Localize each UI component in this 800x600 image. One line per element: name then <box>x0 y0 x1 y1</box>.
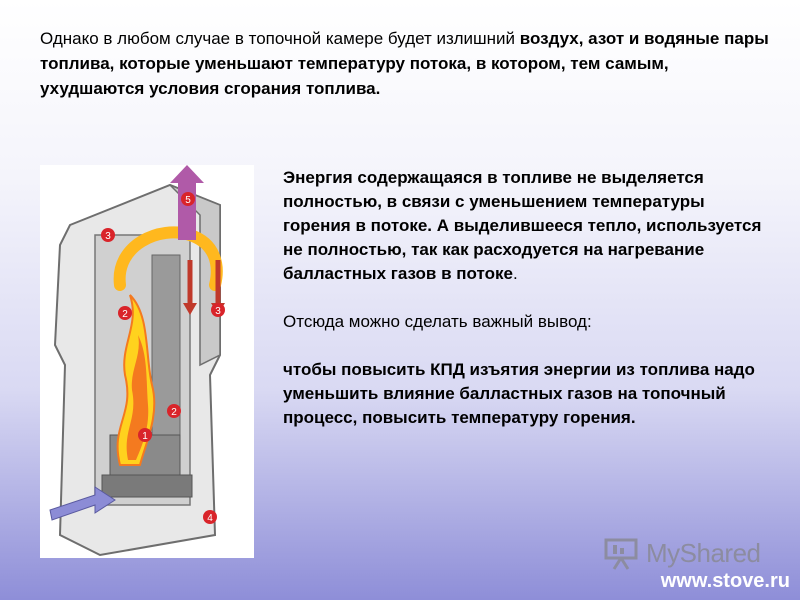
marker-2 <box>118 306 132 320</box>
paragraph-energy-end: . <box>512 264 518 283</box>
intro-paragraph: Однако в любом случае в топочной камере … <box>40 26 770 101</box>
intro-text-bold: воздух, азот и водяные пары топлива, кот… <box>40 29 769 98</box>
explanation-text: Энергия содержащаяся в топливе не выделя… <box>283 166 773 430</box>
marker-4 <box>203 510 217 524</box>
paragraph-conclusion-intro: Отсюда можно сделать важный вывод: <box>283 312 592 331</box>
marker-3b-label: 3 <box>215 306 221 317</box>
marker-5 <box>181 192 195 206</box>
marker-3b <box>211 303 225 317</box>
marker-1 <box>138 428 152 442</box>
presentation-board-icon <box>604 538 638 570</box>
logo-text: MyShared <box>646 538 761 568</box>
paragraph-energy: Энергия содержащаяся в топливе не выделя… <box>283 166 773 286</box>
exhaust-arrow-head <box>170 165 204 183</box>
intro-text: Однако в любом случае в топочной камере … <box>40 29 520 48</box>
grate-block <box>101 474 193 498</box>
marker-2b-label: 2 <box>171 407 177 418</box>
myshared-logo: MyShared <box>604 536 774 572</box>
flue-arrow-head <box>183 303 197 315</box>
marker-2-label: 2 <box>122 309 128 320</box>
marker-3 <box>101 228 115 242</box>
marker-4-label: 4 <box>207 513 213 524</box>
marker-3-label: 3 <box>105 231 111 242</box>
marker-1-label: 1 <box>142 431 148 442</box>
footer-url[interactable]: www.stove.ru <box>660 570 790 592</box>
marker-5-label: 5 <box>185 195 191 206</box>
paragraph-conclusion: чтобы повысить КПД изъятия энергии из то… <box>283 360 755 427</box>
paragraph-energy-bold: Энергия содержащаяся в топливе не выделя… <box>283 168 762 283</box>
marker-2b <box>167 404 181 418</box>
stove-cutaway-illustration: 1 2 2 3 3 4 5 <box>40 165 254 558</box>
stove-diagram-svg: 1 2 2 3 3 4 5 <box>49 165 225 557</box>
exhaust-arrow <box>178 180 196 240</box>
air-intake-arrow <box>49 486 116 521</box>
